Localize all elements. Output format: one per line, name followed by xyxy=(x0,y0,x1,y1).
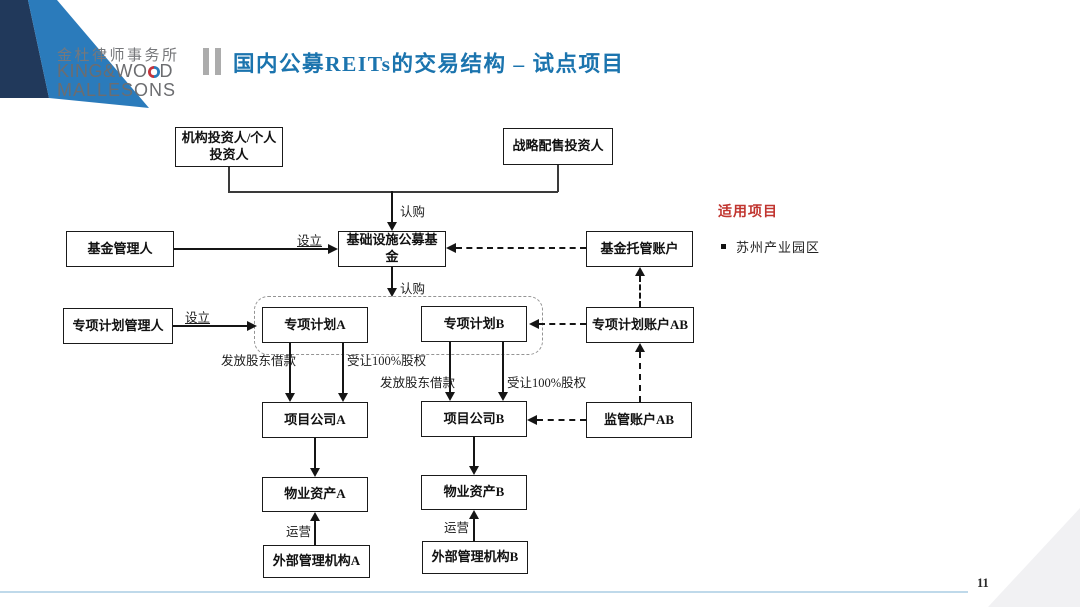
node-strategic-investor: 战略配售投资人 xyxy=(503,128,613,165)
arrow-extmanagera-operate xyxy=(314,521,316,545)
node-property-asset-b: 物业资产B xyxy=(421,475,527,510)
node-project-company-a: 项目公司A xyxy=(262,402,368,438)
edge-label-operate-a: 运营 xyxy=(286,525,312,539)
logo-english-line1-post: D xyxy=(159,61,174,81)
node-plan-b: 专项计划B xyxy=(421,306,527,342)
edge-label-loan-a: 发放股东借款 xyxy=(221,354,297,368)
logo-color-ring-icon xyxy=(147,66,160,78)
arrowhead-down-icon xyxy=(310,468,320,477)
dashed-link-supervision-planaccount xyxy=(639,352,641,402)
dashed-link-custody-fund xyxy=(456,247,586,249)
page-title: 国内公募REITs的交易结构 – 试点项目 xyxy=(233,52,625,76)
page-number: 11 xyxy=(977,576,989,590)
dashed-link-supervision-projectb xyxy=(537,419,586,421)
arrowhead-up-icon xyxy=(310,512,320,521)
applicable-projects-title: 适用项目 xyxy=(718,205,778,220)
arrowhead-down-icon xyxy=(338,393,348,402)
edge-label-subscribe: 认购 xyxy=(400,282,426,296)
node-external-manager-b: 外部管理机构B xyxy=(422,541,528,574)
arrow-subscribe-to-plans xyxy=(391,267,393,289)
footer-divider xyxy=(0,591,968,593)
node-plan-account-ab: 专项计划账户AB xyxy=(586,307,694,343)
node-plan-a: 专项计划A xyxy=(262,307,368,343)
edge-label-loan-b: 发放股东借款 xyxy=(380,376,456,390)
title-accent-bar xyxy=(203,48,209,75)
edge-label-equity-b: 受让100%股权 xyxy=(507,376,587,390)
edge-label-subscribe: 认购 xyxy=(400,205,426,219)
logo-english-line2: MALLESONS xyxy=(57,80,177,100)
kwm-logo-triangles-icon xyxy=(0,0,149,108)
dashed-link-planaccount-custody xyxy=(639,276,641,307)
node-external-manager-a: 外部管理机构A xyxy=(263,545,370,578)
dashed-link-planaccount-planb xyxy=(539,323,586,325)
arrow-projectb-propertyb xyxy=(473,437,475,466)
arrowhead-right-icon xyxy=(247,321,257,331)
edge-label-operate-b: 运营 xyxy=(444,521,470,535)
arrowhead-down-icon xyxy=(498,392,508,401)
node-supervision-account-ab: 监管账户AB xyxy=(586,402,692,438)
arrowhead-down-icon xyxy=(285,393,295,402)
node-institutional-investor: 机构投资人/个人投资人 xyxy=(175,127,283,167)
node-project-company-b: 项目公司B xyxy=(421,401,527,437)
corner-decoration xyxy=(988,508,1080,607)
arrowhead-up-icon xyxy=(635,267,645,276)
arrowhead-down-icon xyxy=(387,288,397,297)
connector-line xyxy=(228,167,230,192)
arrowhead-up-icon xyxy=(469,510,479,519)
node-fund-custody-account: 基金托管账户 xyxy=(586,231,693,267)
arrowhead-left-icon xyxy=(527,415,537,425)
node-property-asset-a: 物业资产A xyxy=(262,477,368,512)
logo-english-line1: KING&WO D xyxy=(57,61,173,82)
arrowhead-down-icon xyxy=(387,222,397,231)
node-fund-manager: 基金管理人 xyxy=(66,231,174,267)
title-accent-bar xyxy=(215,48,221,75)
arrow-projecta-propertya xyxy=(314,438,316,468)
arrow-establish-plan xyxy=(173,325,247,327)
arrowhead-left-icon xyxy=(446,243,456,253)
arrow-extmanagerb-operate xyxy=(473,519,475,541)
edge-label-establish-fund: 设立 xyxy=(297,234,323,248)
applicable-project-item: 苏州产业园区 xyxy=(736,240,821,255)
arrowhead-right-icon xyxy=(328,244,338,254)
arrow-subscribe-to-fund xyxy=(391,191,393,222)
node-plan-manager: 专项计划管理人 xyxy=(63,308,173,344)
connector-line xyxy=(228,191,558,193)
arrow-planb-equity xyxy=(502,342,504,392)
arrow-establish-fund xyxy=(174,248,328,250)
edge-label-establish-plan: 设立 xyxy=(185,311,211,325)
arrow-plana-loan xyxy=(289,343,291,393)
arrow-plana-equity xyxy=(342,343,344,393)
arrowhead-up-icon xyxy=(635,343,645,352)
arrowhead-down-icon xyxy=(445,392,455,401)
logo-english-line1-pre: KING&WO xyxy=(57,61,148,81)
arrow-planb-loan xyxy=(449,342,451,392)
arrowhead-left-icon xyxy=(529,319,539,329)
edge-label-equity-a: 受让100%股权 xyxy=(347,354,427,368)
arrowhead-down-icon xyxy=(469,466,479,475)
bullet-icon xyxy=(721,244,726,249)
connector-line xyxy=(557,165,559,192)
node-infrastructure-fund: 基础设施公募基金 xyxy=(338,231,446,267)
logo-chinese-name: 金杜律师事务所 xyxy=(57,47,180,64)
